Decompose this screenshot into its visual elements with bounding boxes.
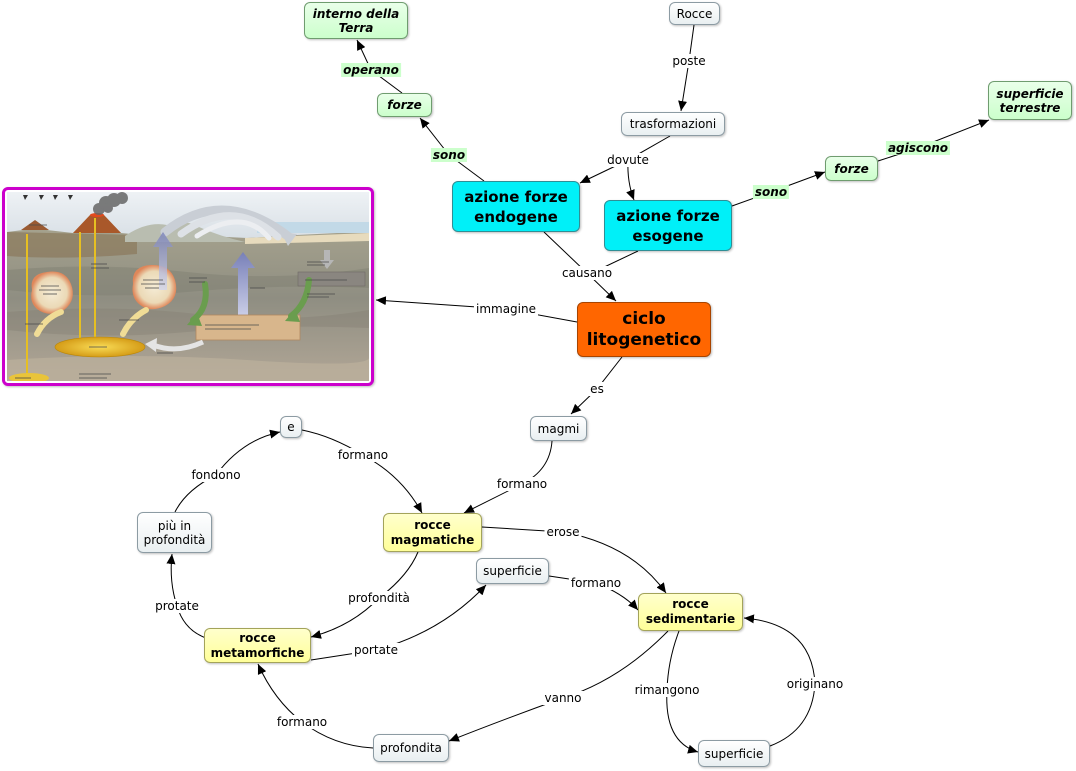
connector-superficie-originano bbox=[769, 683, 816, 747]
concept-label-line: litogenetico bbox=[586, 329, 702, 350]
connector-formano-magmatiche-2 bbox=[362, 454, 423, 514]
continental-crust bbox=[7, 232, 137, 258]
link-label-operano[interactable]: operano bbox=[341, 63, 401, 77]
concept-label-line: endogene bbox=[474, 207, 558, 226]
connector-formano-metamorfiche bbox=[257, 663, 303, 723]
rock-cycle-illustration bbox=[7, 192, 369, 381]
link-label-vanno[interactable]: vanno bbox=[542, 691, 584, 705]
sedimentary-rock-box bbox=[297, 271, 366, 287]
concept-interno-della-terra[interactable]: interno della Terra bbox=[304, 2, 408, 39]
concept-label-line: rocce bbox=[672, 597, 709, 611]
concept-trasformazioni[interactable]: trasformazioni bbox=[621, 112, 725, 136]
link-label-agiscono[interactable]: agiscono bbox=[885, 141, 951, 155]
down-arrow-icon bbox=[320, 250, 334, 269]
concept-rocce[interactable]: Rocce bbox=[669, 2, 720, 25]
link-label-sono-esogene[interactable]: sono bbox=[752, 185, 790, 199]
volcano bbox=[73, 215, 121, 233]
connector-originano-sedimentarie bbox=[743, 614, 816, 685]
concept-e[interactable]: e bbox=[280, 416, 302, 438]
concept-magmi[interactable]: magmi bbox=[530, 416, 587, 441]
concept-azione-forze-esogene[interactable]: azione forze esogene bbox=[604, 200, 732, 251]
concept-forze-esogene[interactable]: forze bbox=[825, 156, 878, 181]
atmospheric-arrows bbox=[160, 205, 294, 242]
concept-piu-in-profondita[interactable]: più in profondità bbox=[137, 512, 212, 553]
rock-layer bbox=[7, 266, 369, 296]
concept-label-line: rocce bbox=[414, 517, 451, 532]
link-label-poste[interactable]: poste bbox=[670, 54, 708, 68]
arrowhead-icon bbox=[145, 338, 157, 352]
link-label-portate[interactable]: portate bbox=[351, 643, 401, 657]
up-arrow-icon bbox=[231, 252, 255, 322]
connector-sedimentarie-rimangono bbox=[666, 630, 680, 691]
concept-superficie-lower[interactable]: superficie bbox=[698, 740, 770, 767]
magma-pool-small bbox=[9, 373, 49, 381]
up-arrow-icon bbox=[153, 232, 173, 290]
concept-label-line: ciclo bbox=[622, 308, 666, 329]
link-label-formano-profondita[interactable]: formano bbox=[274, 715, 330, 729]
link-label-erose[interactable]: erose bbox=[544, 525, 582, 539]
concept-label-line: sedimentarie bbox=[645, 612, 736, 626]
metamorphic-rock-box bbox=[195, 314, 301, 341]
birds bbox=[23, 195, 73, 200]
concept-label-line: interno della bbox=[312, 6, 400, 21]
concept-rocce-metamorfiche[interactable]: rocce metamorfiche bbox=[204, 628, 311, 663]
arrowhead-icon bbox=[281, 232, 297, 246]
link-label-profondita[interactable]: profondità bbox=[346, 591, 412, 605]
concept-rocce-magmatiche[interactable]: rocce magmatiche bbox=[383, 513, 482, 552]
concept-forze-endogene[interactable]: forze bbox=[377, 93, 432, 117]
rock-cycle-image[interactable] bbox=[2, 187, 374, 386]
concept-label-line: terrestre bbox=[999, 100, 1061, 115]
link-label-formano-superficie[interactable]: formano bbox=[568, 576, 624, 590]
concept-ciclo-litogenetico[interactable]: ciclo litogenetico bbox=[577, 302, 711, 357]
link-label-es[interactable]: es bbox=[588, 382, 606, 396]
connector-poste-trasformazioni bbox=[678, 60, 690, 112]
connector-rimangono-superficie bbox=[666, 689, 699, 754]
concept-label-line: azione forze bbox=[464, 187, 568, 206]
concept-label-line: magmatiche bbox=[390, 532, 475, 547]
concept-label-line: Terra bbox=[338, 20, 374, 35]
link-label-formano-e[interactable]: formano bbox=[335, 448, 391, 462]
sea bbox=[257, 222, 369, 233]
concept-profondita[interactable]: profondita bbox=[373, 734, 449, 762]
arrowhead-icon bbox=[187, 313, 202, 326]
link-label-dovute[interactable]: dovute bbox=[605, 153, 651, 167]
concept-label-line: metamorfiche bbox=[210, 645, 305, 660]
concept-label-line: azione forze bbox=[616, 206, 720, 225]
beach bbox=[245, 233, 369, 244]
melting-arrow bbox=[152, 339, 205, 352]
mantle-layer bbox=[7, 356, 369, 381]
magma-chamber-center bbox=[132, 264, 177, 310]
link-label-immagine[interactable]: immagine bbox=[473, 302, 539, 316]
arrowhead-icon bbox=[285, 309, 300, 322]
link-label-protate[interactable]: protate bbox=[153, 599, 201, 613]
concept-label-line: più in bbox=[157, 518, 192, 533]
concept-rocce-sedimentarie[interactable]: rocce sedimentarie bbox=[638, 593, 743, 631]
link-label-fondono[interactable]: fondono bbox=[189, 468, 243, 482]
concept-label-line: rocce bbox=[239, 630, 276, 645]
concept-label-line: esogene bbox=[632, 226, 704, 245]
magma-chamber-left bbox=[31, 271, 73, 314]
concept-superficie-terrestre[interactable]: superficie terrestre bbox=[988, 81, 1072, 120]
rock-layer bbox=[7, 308, 369, 336]
concept-azione-forze-endogene[interactable]: azione forze endogene bbox=[452, 181, 580, 232]
link-label-formano-magmi[interactable]: formano bbox=[494, 477, 550, 491]
link-label-sono-endogene[interactable]: sono bbox=[430, 148, 468, 162]
link-label-rimangono[interactable]: rimangono bbox=[632, 683, 702, 697]
concept-superficie-upper[interactable]: superficie bbox=[476, 558, 549, 584]
link-label-originano[interactable]: originano bbox=[784, 677, 846, 691]
concept-label-line: profondità bbox=[143, 532, 206, 547]
volcano-smoke bbox=[93, 192, 128, 215]
illegible-caption-marks bbox=[15, 224, 347, 379]
concept-label-line: superficie bbox=[996, 86, 1064, 101]
link-label-causano[interactable]: causano bbox=[559, 266, 615, 280]
